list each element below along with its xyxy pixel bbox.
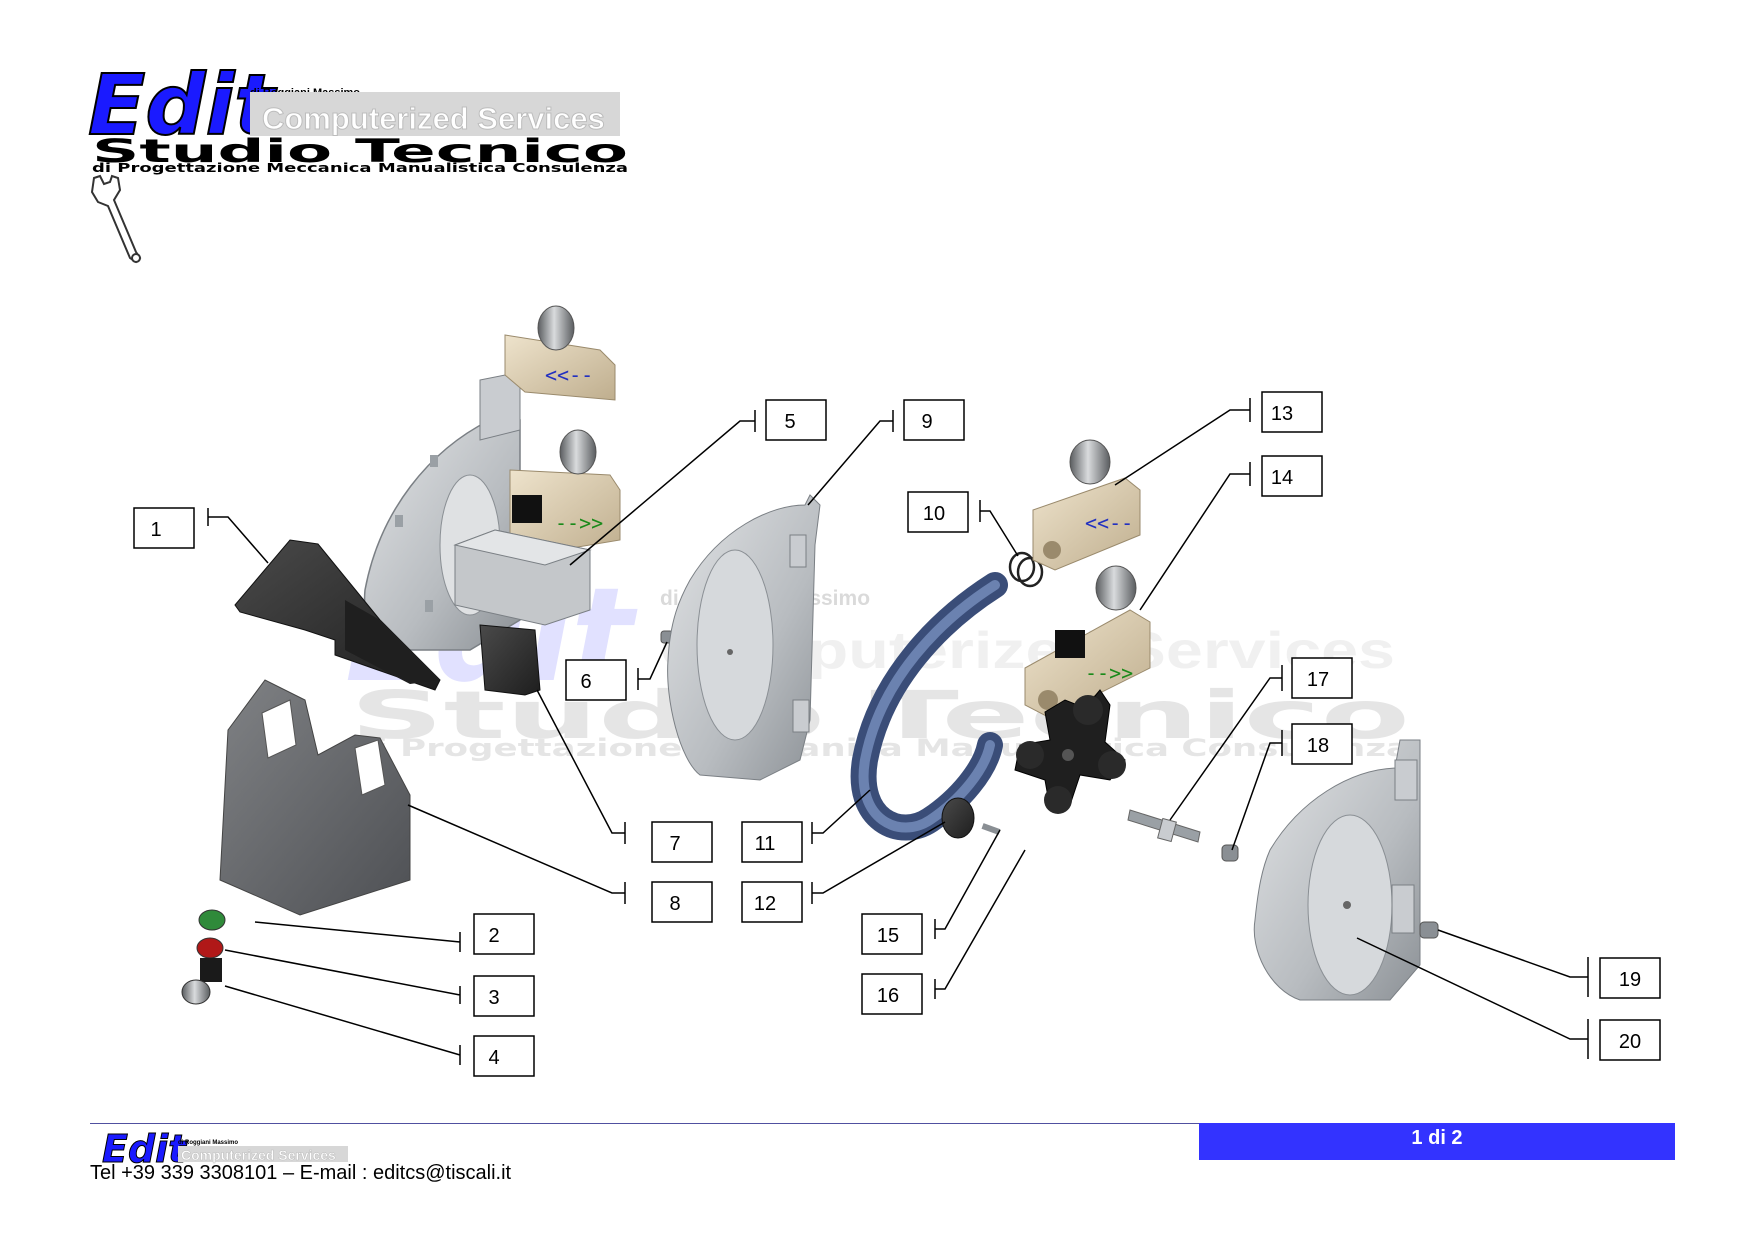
callout-box [741,821,803,863]
callout-boxes [133,391,1661,1077]
bushing-part-18 [1221,844,1239,862]
callout-7: 7 [669,833,680,855]
callout-box [1261,391,1323,433]
leader-lines [207,398,1589,1065]
footer-logo-word: Edit [102,1127,188,1171]
callout-box [1599,1019,1661,1061]
footer-logo-services-band [178,1146,348,1162]
indicator-lamps [181,909,226,1005]
front-plate [667,494,821,781]
header-logo: Edit di Roggiani Massimo Computerized Se… [87,55,628,264]
o-ring-part-10 [1008,551,1044,588]
callout-14: 14 [1271,467,1293,489]
pin-part-15 [981,823,1001,835]
valve-block-part-13: <<-- [1032,439,1141,571]
svg-text:-->>: -->> [555,511,603,535]
header-logo-word: Edit [88,56,277,154]
page-indicator: 1 di 2 [1411,1127,1463,1149]
pump-assembly: <<-- -->> [363,305,621,696]
callout-box [765,399,827,441]
rotor-part-16 [1014,689,1126,814]
callout-box [861,913,923,955]
svg-text:<<--: <<-- [545,363,593,387]
valve-block-part-14: -->> [1024,565,1151,719]
callout-labels: 1 2 3 4 5 6 7 8 9 10 11 12 13 14 15 16 1… [150,403,1641,1069]
callout-15: 15 [877,925,899,947]
header-logo-services: Computerized Services [262,101,605,136]
callout-10: 10 [923,503,945,525]
callout-2: 2 [488,925,499,947]
callout-3: 3 [488,987,499,1009]
bushing-part-19 [1419,921,1439,939]
rear-housing-part-20 [1253,739,1421,1001]
page-number-bar: 1 di 2 [1199,1123,1675,1160]
callout-box [1261,455,1323,497]
callout-16: 16 [877,985,899,1007]
callout-box [903,399,965,441]
callout-box [565,659,627,701]
shaft-part-17 [1127,809,1201,843]
callout-box [473,975,535,1017]
footer-logo-services: Computerized Services [181,1147,336,1163]
callout-19: 19 [1619,969,1641,991]
seal-part-12 [941,797,975,839]
callout-5: 5 [784,411,795,433]
callout-12: 12 [754,893,776,915]
callout-8: 8 [669,893,680,915]
callout-11: 11 [755,833,776,855]
callout-box [473,913,535,955]
header-studio-subtitle: di Progettazione Meccanica Manualistica … [92,161,628,175]
wrench-icon [90,174,142,264]
hose-part-11 [850,572,1008,841]
header-studio-title: Studio Tecnico [92,132,628,170]
callout-17: 17 [1307,669,1329,691]
callout-box [741,881,803,923]
callout-box [133,507,195,549]
callout-box [473,1035,535,1077]
callout-1: 1 [150,519,161,541]
footer-logo-owner: di Roggiani Massimo [178,1140,238,1146]
callout-box [907,491,969,533]
callout-box [651,821,713,863]
svg-text:-->>: -->> [1085,661,1133,685]
callout-9: 9 [921,411,932,433]
black-cover [234,539,441,691]
callout-20: 20 [1619,1031,1641,1053]
callout-box [1291,657,1353,699]
callout-18: 18 [1307,735,1329,757]
callout-13: 13 [1271,403,1293,425]
callout-box [1291,723,1353,765]
svg-text:<<--: <<-- [1085,511,1133,535]
callout-box [1599,957,1661,999]
callout-4: 4 [488,1047,499,1069]
sheet-bracket [219,679,411,916]
footer-contact: Tel +39 339 3308101 – E-mail : editcs@ti… [90,1162,512,1184]
callout-6: 6 [580,671,591,693]
callout-box [651,881,713,923]
header-logo-services-band [250,92,620,136]
footer-logo: Edit di Roggiani Massimo Computerized Se… [102,1127,348,1172]
callout-box [861,973,923,1015]
footer-rule [90,1123,1675,1124]
